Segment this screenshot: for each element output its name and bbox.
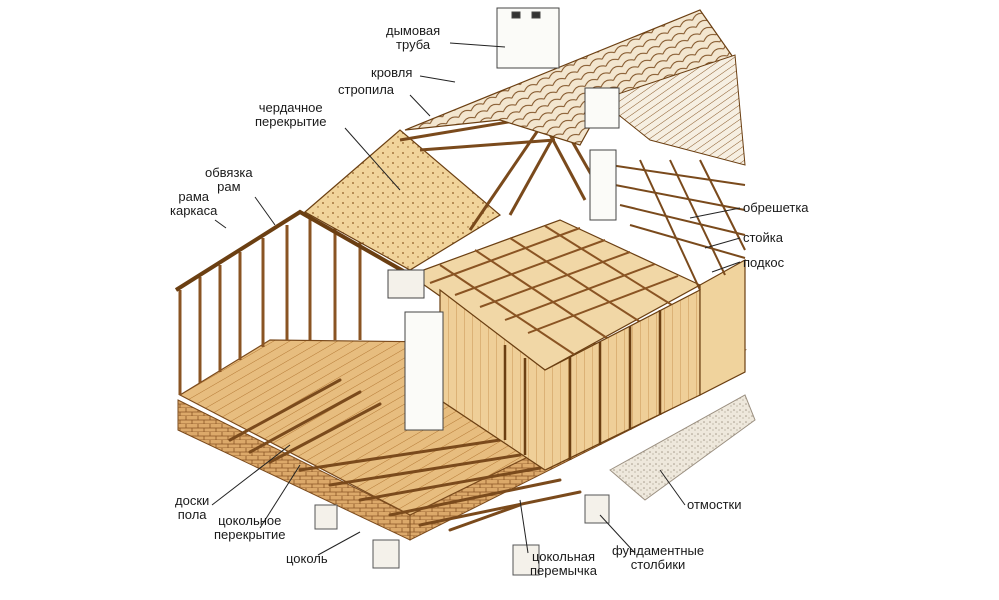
- blind-area: [609, 394, 756, 501]
- label-battens: обрешетка: [743, 200, 809, 215]
- chimney-stack: [404, 311, 444, 431]
- label-post: стойка: [743, 230, 784, 245]
- base-floor-joists: [228, 378, 582, 532]
- label-brace: подкос: [743, 255, 785, 270]
- right-wall: [699, 258, 746, 396]
- chimney-top: [496, 7, 620, 221]
- roof-sheeting: [598, 54, 746, 166]
- ceiling-joists: [429, 225, 681, 356]
- leader-lines: [211, 42, 741, 556]
- label-rafters: стропила: [338, 82, 395, 97]
- wall-frame-left: [178, 215, 362, 395]
- label-blind-area: отмостки: [687, 497, 742, 512]
- roof-battens: [609, 159, 746, 291]
- frame-top-plate: [174, 209, 406, 292]
- label-plinth: цоколь: [286, 551, 328, 566]
- chimney-cap-lower: [387, 269, 425, 299]
- foundation-posts: [314, 494, 610, 576]
- label-roof: кровля: [371, 65, 413, 80]
- attic-floor: [303, 129, 502, 271]
- front-wall-studs: [503, 310, 662, 460]
